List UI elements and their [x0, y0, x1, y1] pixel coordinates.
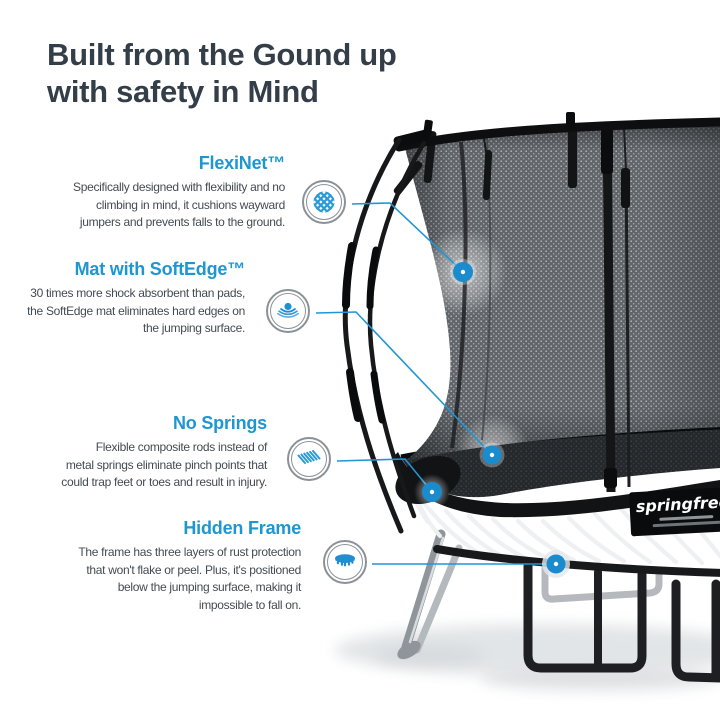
- feature-softedge-body: 30 times more shock absorbent than pads,…: [27, 286, 245, 335]
- softedge-connector-line: [315, 311, 493, 456]
- flexinet-connector-line: [351, 202, 464, 273]
- enclosure-rods: [342, 137, 427, 534]
- hidden-frame-icon: [323, 540, 367, 584]
- feature-flexinet-body: Specifically designed with flexibility a…: [73, 180, 285, 229]
- callout-dots: [414, 259, 570, 578]
- feature-hidden-frame: Hidden Frame The frame has three layers …: [21, 517, 301, 614]
- feature-no-springs: No Springs Flexible composite rods inste…: [0, 412, 267, 492]
- feature-softedge-mat: Mat with SoftEdge™ 30 times more shock a…: [0, 258, 245, 338]
- brand-logo-text: springfree: [635, 492, 720, 516]
- feature-flexinet-heading: FlexiNet™: [198, 153, 285, 173]
- composite-rods-icon: [287, 437, 331, 481]
- feature-no-springs-heading: No Springs: [172, 413, 267, 433]
- callout-lines: [315, 202, 556, 565]
- feature-hidden-frame-heading: Hidden Frame: [183, 518, 301, 538]
- softedge-mat-icon: [266, 289, 310, 333]
- enclosure-net: [405, 124, 720, 460]
- page-title: Built from the Gound up with safety in M…: [47, 37, 397, 109]
- top-rail: [393, 112, 720, 152]
- feature-flexinet: FlexiNet™ Specifically designed with fle…: [5, 152, 285, 232]
- feature-hidden-frame-body: The frame has three layers of rust prote…: [78, 545, 301, 612]
- frame-legs: [397, 529, 720, 683]
- feature-softedge-heading: Mat with SoftEdge™: [74, 259, 246, 279]
- feature-no-springs-body: Flexible composite rods instead of metal…: [61, 440, 267, 489]
- brand-plate: springfree: [629, 486, 720, 537]
- net-icon: [302, 180, 346, 224]
